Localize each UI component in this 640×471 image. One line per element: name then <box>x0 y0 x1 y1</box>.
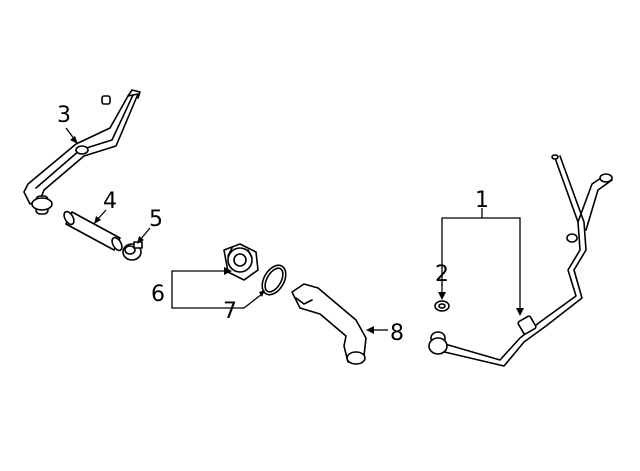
callout-4: 4 <box>103 189 117 214</box>
water-pipe-part-1[interactable] <box>428 154 613 367</box>
clamp-part-5[interactable] <box>122 241 143 261</box>
callout-labels: 1 2 3 4 5 6 7 8 <box>57 103 489 346</box>
gasket-part-2[interactable] <box>434 300 450 312</box>
callout-7: 7 <box>223 299 237 324</box>
callout-6: 6 <box>151 282 165 307</box>
coolant-pipe-part-3[interactable] <box>23 89 141 215</box>
thermostat-part-6[interactable] <box>223 243 259 281</box>
callout-3: 3 <box>57 103 71 128</box>
outlet-pipe-part-8[interactable] <box>291 283 367 365</box>
o-ring-part-7[interactable] <box>257 261 290 299</box>
hose-part-4[interactable] <box>62 210 124 252</box>
callout-8: 8 <box>390 321 404 346</box>
leader-lines <box>65 127 524 334</box>
callout-1: 1 <box>475 188 489 213</box>
callout-2: 2 <box>435 262 449 287</box>
callout-5: 5 <box>149 207 163 232</box>
